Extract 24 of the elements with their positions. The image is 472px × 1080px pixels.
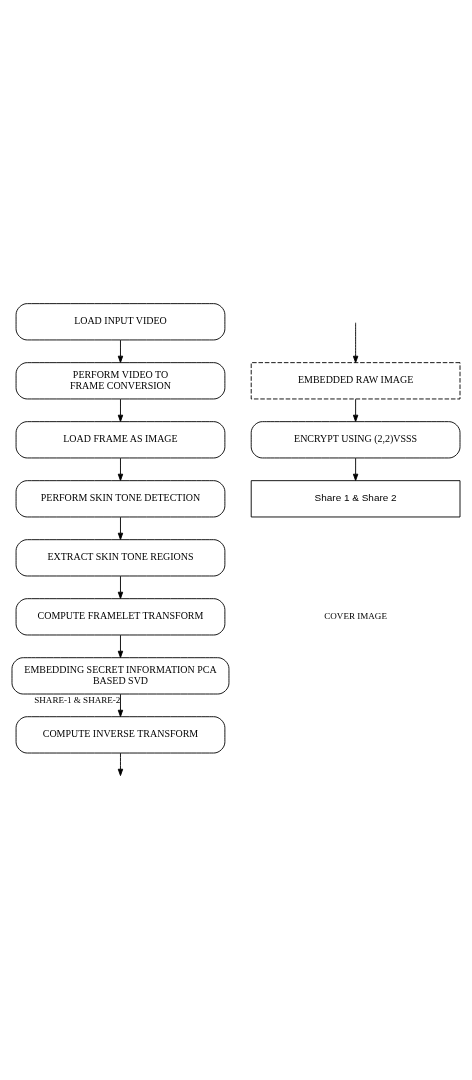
node-box: ENCRYPT USING (2,2)VSSS	[250, 421, 461, 459]
node-box: LOAD FRAME AS IMAGE	[15, 421, 226, 459]
arrow	[117, 398, 124, 422]
node-box: EMBEDDED RAW IMAGE	[250, 362, 461, 400]
node-box: COMPUTE FRAMELET TRANSFORM	[15, 598, 226, 636]
node-box: COMPUTE INVERSE TRANSFORM	[15, 716, 226, 754]
arrow	[352, 457, 359, 481]
arrow	[352, 398, 359, 422]
node-box: LOAD INPUT VIDEO	[15, 303, 226, 341]
arrow	[117, 516, 124, 540]
label: COVER IMAGE	[324, 611, 387, 622]
node-box: Share 1 & Share 2	[250, 480, 461, 518]
edge-label: SHARE-1 & SHARE-2	[34, 694, 121, 705]
arrow	[352, 322, 359, 364]
node-box: PERFORM VIDEO TO FRAME CONVERSION	[15, 362, 226, 400]
node-box: EMBEDDING SECRET INFORMATION PCA BASED SVD	[11, 657, 230, 695]
node-box: EXTRACT SKIN TONE REGIONS	[15, 539, 226, 577]
arrow	[117, 693, 124, 718]
arrow	[117, 457, 124, 481]
arrow	[117, 752, 124, 777]
arrow	[117, 634, 124, 659]
arrow	[117, 339, 124, 363]
node-box: PERFORM SKIN TONE DETECTION	[15, 480, 226, 518]
arrow	[117, 575, 124, 600]
